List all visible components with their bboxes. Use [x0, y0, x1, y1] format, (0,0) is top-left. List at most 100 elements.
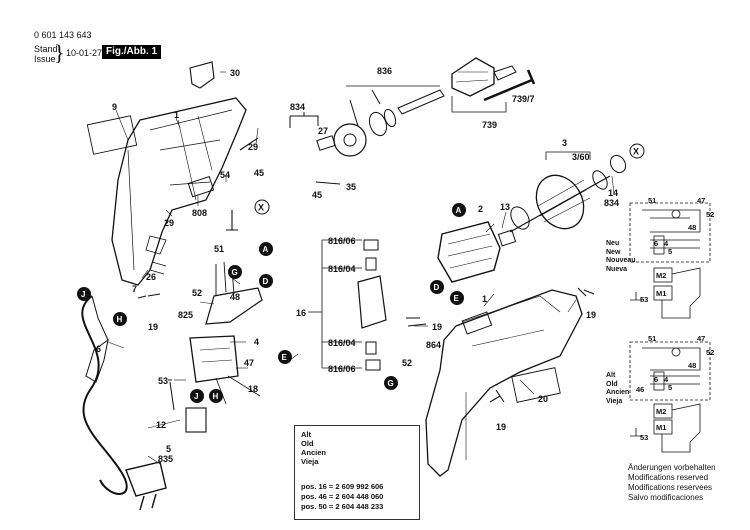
schematic-labels: 51 47 52 48 6 4 5 M2 M1 53 51 47 52 48 4… — [636, 196, 714, 442]
schematic-label: 5 — [668, 383, 672, 392]
callout: 30 — [230, 68, 240, 78]
schematic-label: 47 — [697, 196, 705, 205]
variant-new-word: Neu — [606, 240, 620, 247]
callout: 51 — [214, 244, 224, 254]
connector-label: D — [263, 277, 269, 286]
callout: 834 — [604, 198, 619, 208]
callout: 13 — [500, 202, 510, 212]
connector-label: X — [258, 203, 264, 213]
callout: 48 — [230, 292, 240, 302]
callout: 47 — [244, 358, 254, 368]
note-line: Modifications reservees — [628, 483, 713, 492]
callout: 19 — [586, 310, 596, 320]
variant-old-word: Vieja — [606, 397, 623, 405]
callout: 19 — [148, 322, 158, 332]
callout: 45 — [312, 190, 322, 200]
connector-label: D — [434, 283, 440, 292]
schematic-label: 51 — [648, 334, 656, 343]
callout: 19 — [496, 422, 506, 432]
connector-label: X — [633, 147, 639, 157]
callout: 29 — [164, 218, 174, 228]
callout: 6 — [96, 344, 101, 354]
callout: 2 — [478, 204, 483, 214]
wiring-schematic-new — [629, 202, 711, 319]
connector-label: A — [456, 206, 462, 215]
cap-30 — [189, 61, 215, 89]
callout: 12 — [156, 420, 166, 430]
callout: 3/60 — [572, 152, 590, 162]
variant-new-word: Nueva — [606, 265, 628, 273]
connector-label: A — [263, 245, 269, 254]
schematic-label: 48 — [688, 361, 696, 370]
connector-label: J — [81, 290, 85, 299]
mains-plug — [125, 461, 167, 497]
callout: 816/04 — [328, 338, 356, 348]
power-cord-6 — [81, 295, 167, 511]
callout: 835 — [158, 454, 173, 464]
leader-lines — [107, 71, 615, 465]
callout: 4 — [254, 337, 259, 347]
callout: 9 — [112, 102, 117, 112]
figure-label: Fig./Abb. 1 — [102, 45, 162, 59]
callout: 816/04 — [328, 264, 356, 274]
connector-label: H — [213, 392, 219, 401]
schematic-label: 46 — [636, 385, 644, 394]
callout: 52 — [402, 358, 412, 368]
callout: 864 — [426, 340, 441, 350]
legend-line: pos. 46 = 2 604 448 060 — [301, 492, 384, 501]
legend-word: Alt — [301, 430, 311, 439]
callout: 45 — [254, 168, 264, 178]
callout: 19 — [432, 322, 442, 332]
connector-label: E — [454, 294, 460, 303]
callout: 836 — [377, 66, 392, 76]
stand-label: Stand — [34, 44, 58, 54]
callout: 26 — [146, 272, 156, 282]
screw-parts — [137, 137, 595, 403]
schematic-label: 5 — [668, 247, 672, 256]
callout: 54 — [220, 170, 230, 180]
legend-box: Alt Old Ancien Vieja pos. 16 = 2 609 992… — [294, 425, 420, 520]
callout: 5 — [166, 444, 171, 454]
legend-line: pos. 16 = 2 609 992 606 — [301, 482, 384, 491]
connector-label: G — [232, 268, 238, 277]
gear-shaft-group — [316, 85, 445, 157]
variant-new-word: New — [606, 248, 621, 256]
schematic-label: 52 — [706, 348, 714, 357]
note-line: Modifications reserved — [628, 473, 709, 482]
callout: 16 — [296, 308, 306, 318]
variant-old-labels: Alt Old Ancien Vieja — [606, 372, 629, 406]
schematic-label: 6 — [654, 239, 658, 248]
stator-2 — [437, 221, 517, 283]
label-plate-20 — [511, 367, 561, 403]
callout: 816/06 — [328, 236, 356, 246]
schematic-label: 6 — [654, 375, 658, 384]
housing-inner-rib — [177, 115, 213, 201]
schematic-label: M2 — [656, 407, 666, 416]
chuck-key-739-7 — [483, 78, 533, 102]
label-plate-808 — [187, 176, 215, 198]
callout: 53 — [158, 376, 168, 386]
callout: 20 — [538, 394, 548, 404]
callout: 1 — [482, 294, 487, 304]
housing-half-left — [111, 97, 247, 286]
legend-word: Ancien — [301, 448, 327, 457]
housing-half-right — [425, 289, 583, 477]
callout-numbers: 30 836 739/7 739 9 1 834 27 29 45 45 35 … — [96, 66, 619, 464]
variant-new-word: Nouveau — [606, 257, 636, 264]
callout: 834 — [290, 102, 305, 112]
switch-4 — [168, 261, 263, 433]
modification-notes: Änderungen vorbehalten Modifications res… — [628, 463, 716, 503]
callout: 739 — [482, 120, 497, 130]
callout: 27 — [318, 126, 328, 136]
schematic-label: 53 — [640, 433, 648, 442]
issue-date: 10-01-27 — [66, 48, 103, 58]
bracket-834 — [289, 112, 319, 128]
schematic-label: 4 — [664, 375, 669, 384]
callout: 3 — [562, 138, 567, 148]
document-number: 0 601 143 643 — [34, 30, 92, 40]
legend-word: Vieja — [301, 457, 319, 466]
connector-label: J — [194, 392, 198, 401]
schematic-label: 48 — [688, 223, 696, 232]
schematic-label: 52 — [706, 210, 714, 219]
